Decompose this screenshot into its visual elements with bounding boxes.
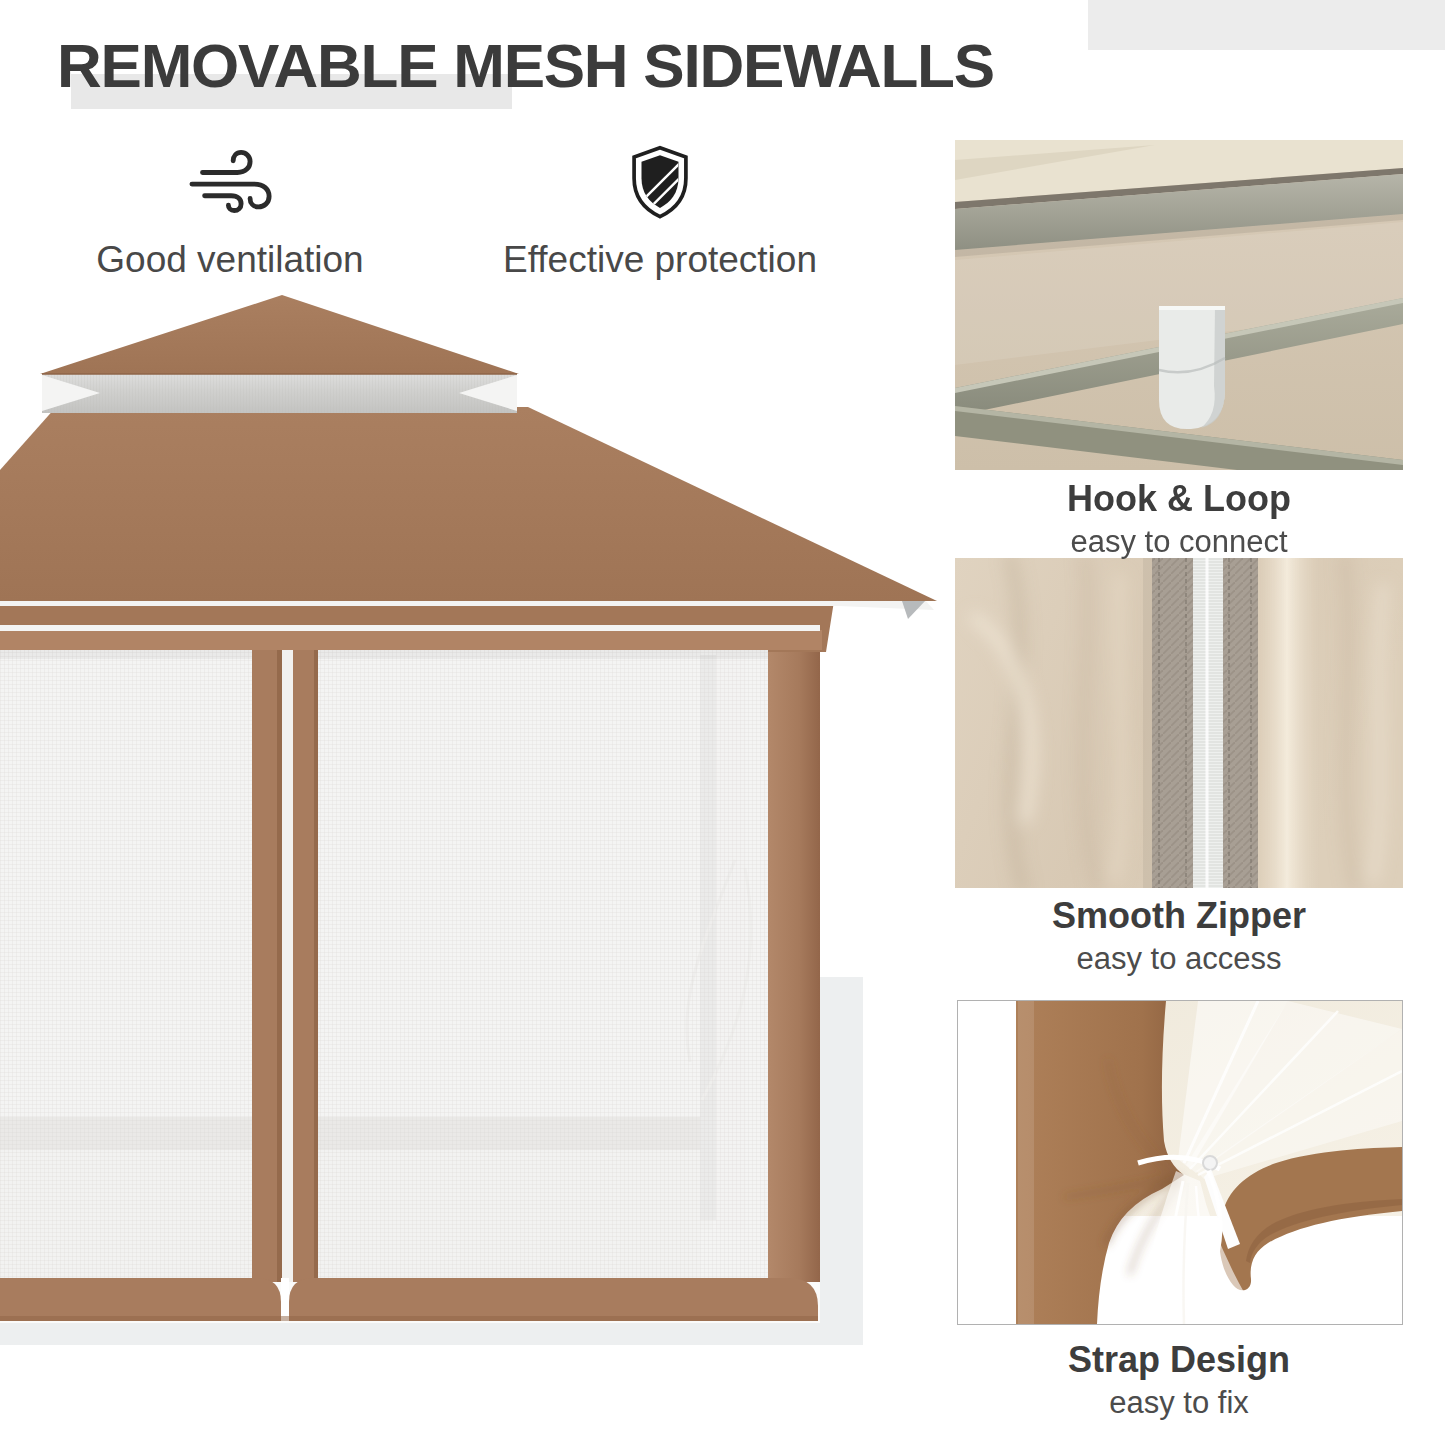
feature-ventilation: Good ventilation <box>50 145 410 281</box>
photo-smooth-zipper <box>955 558 1403 888</box>
caption-sub: easy to access <box>955 943 1403 974</box>
caption-title: Strap Design <box>955 1342 1403 1378</box>
wind-icon <box>175 145 285 219</box>
caption-title: Smooth Zipper <box>955 898 1403 934</box>
caption-strap-design: Strap Design easy to fix <box>955 1342 1403 1418</box>
ground-shadow <box>0 1322 863 1345</box>
caption-smooth-zipper: Smooth Zipper easy to access <box>955 898 1403 974</box>
caption-sub: easy to connect <box>955 526 1403 557</box>
shield-icon <box>621 145 699 219</box>
caption-hook-and-loop: Hook & Loop easy to connect <box>955 481 1403 557</box>
corner-photo-strip <box>1088 0 1445 50</box>
feature-protection-label: Effective protection <box>470 239 850 281</box>
gazebo-illustration <box>0 280 960 1370</box>
feature-ventilation-label: Good ventilation <box>50 239 410 281</box>
caption-title: Hook & Loop <box>955 481 1403 517</box>
page-title: REMOVABLE MESH SIDEWALLS <box>57 35 1057 97</box>
caption-sub: easy to fix <box>955 1387 1403 1418</box>
photo-strap-design <box>957 1000 1403 1325</box>
photo-hook-and-loop <box>955 140 1403 470</box>
feature-protection: Effective protection <box>470 145 850 281</box>
